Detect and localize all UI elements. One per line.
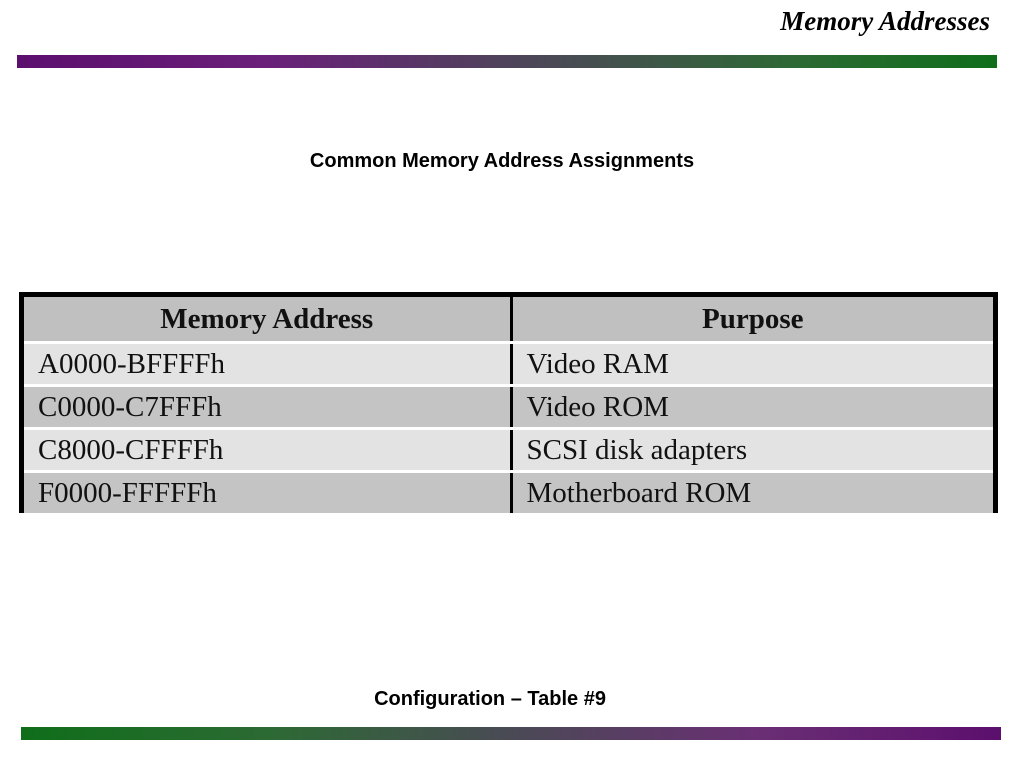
bottom-divider-bar — [21, 727, 1001, 740]
cell-memory-address: A0000-BFFFFh — [24, 342, 511, 387]
cell-memory-address: C8000-CFFFFh — [24, 428, 511, 473]
memory-address-table: Memory Address Purpose A0000-BFFFFh Vide… — [19, 292, 998, 513]
table-heading: Common Memory Address Assignments — [309, 150, 695, 172]
cell-purpose: Video RAM — [509, 342, 993, 387]
top-divider-bar — [17, 55, 997, 68]
cell-purpose: Motherboard ROM — [509, 471, 993, 513]
cell-purpose: SCSI disk adapters — [509, 428, 993, 473]
table-row: F0000-FFFFFh Motherboard ROM — [24, 471, 993, 513]
cell-memory-address: C0000-C7FFFh — [24, 385, 511, 430]
cell-memory-address: F0000-FFFFFh — [24, 471, 511, 513]
slide-title: Memory Addresses — [780, 6, 990, 36]
table-row: C8000-CFFFFh SCSI disk adapters — [24, 428, 993, 473]
table-row: A0000-BFFFFh Video RAM — [24, 342, 993, 387]
memory-table: Memory Address Purpose A0000-BFFFFh Vide… — [24, 297, 993, 513]
footer-caption: Configuration – Table #9 — [374, 688, 606, 710]
table-header-row: Memory Address Purpose — [24, 297, 993, 344]
cell-purpose: Video ROM — [509, 385, 993, 430]
table-row: C0000-C7FFFh Video ROM — [24, 385, 993, 430]
column-header-purpose: Purpose — [509, 297, 993, 344]
column-header-memory-address: Memory Address — [24, 297, 511, 344]
